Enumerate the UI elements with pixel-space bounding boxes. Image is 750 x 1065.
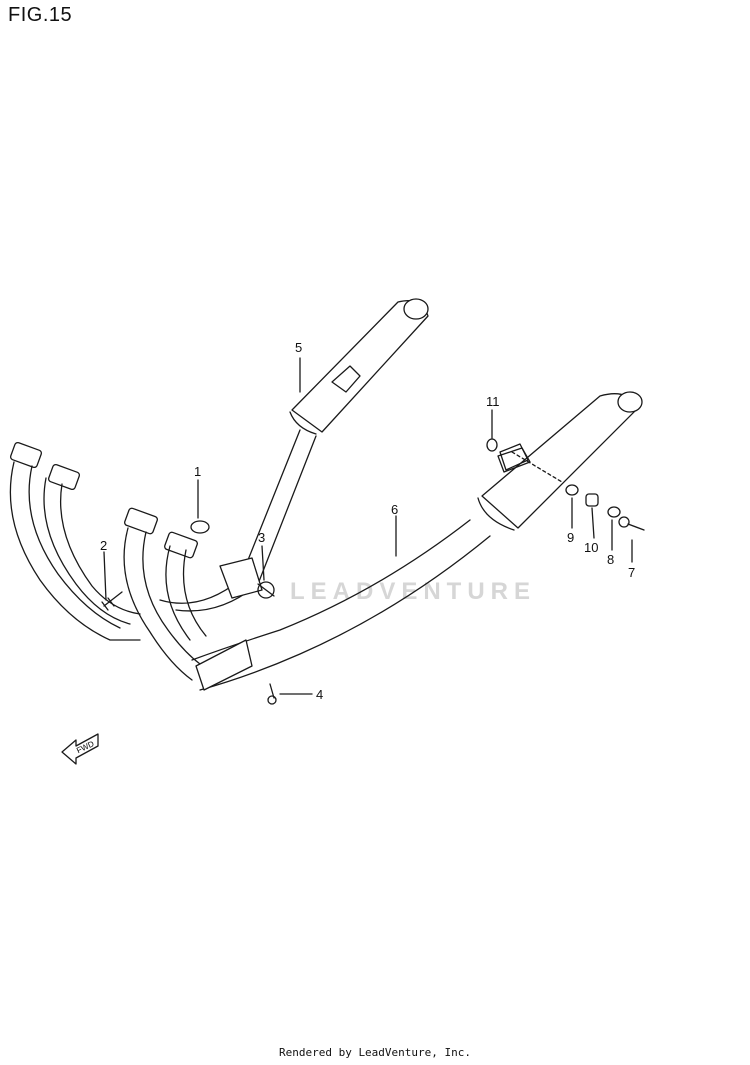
footer-credit: Rendered by LeadVenture, Inc. bbox=[278, 1046, 472, 1059]
bracket-11 bbox=[486, 438, 531, 473]
callout-7[interactable]: 7 bbox=[628, 565, 636, 580]
watermark-text: LEADVENTURE bbox=[290, 578, 537, 605]
callout-3[interactable]: 3 bbox=[258, 530, 266, 545]
bolt-4 bbox=[267, 683, 277, 705]
fwd-arrow-icon bbox=[61, 733, 99, 765]
muffler-6 bbox=[477, 391, 643, 531]
cushion-10 bbox=[585, 493, 599, 507]
callout-11[interactable]: 11 bbox=[486, 394, 500, 409]
washer-8 bbox=[607, 506, 621, 518]
header-pipes-left bbox=[9, 441, 141, 641]
collector-pipe bbox=[159, 429, 491, 691]
gasket-1 bbox=[190, 520, 210, 534]
callout-2[interactable]: 2 bbox=[100, 538, 108, 553]
header-pipes-right bbox=[123, 507, 207, 681]
muffler-5 bbox=[289, 298, 429, 435]
callout-10[interactable]: 10 bbox=[584, 540, 599, 555]
callout-4[interactable]: 4 bbox=[316, 687, 324, 702]
callout-6[interactable]: 6 bbox=[391, 502, 399, 517]
figure-title: FIG.15 bbox=[8, 4, 73, 26]
bolt-2 bbox=[101, 591, 123, 611]
clamp-3 bbox=[257, 581, 275, 599]
callout-9[interactable]: 9 bbox=[567, 530, 575, 545]
callout-8[interactable]: 8 bbox=[607, 552, 615, 567]
callout-1[interactable]: 1 bbox=[194, 464, 202, 479]
bolt-7 bbox=[618, 516, 645, 531]
callout-5[interactable]: 5 bbox=[295, 340, 303, 355]
collar-9 bbox=[565, 484, 579, 496]
